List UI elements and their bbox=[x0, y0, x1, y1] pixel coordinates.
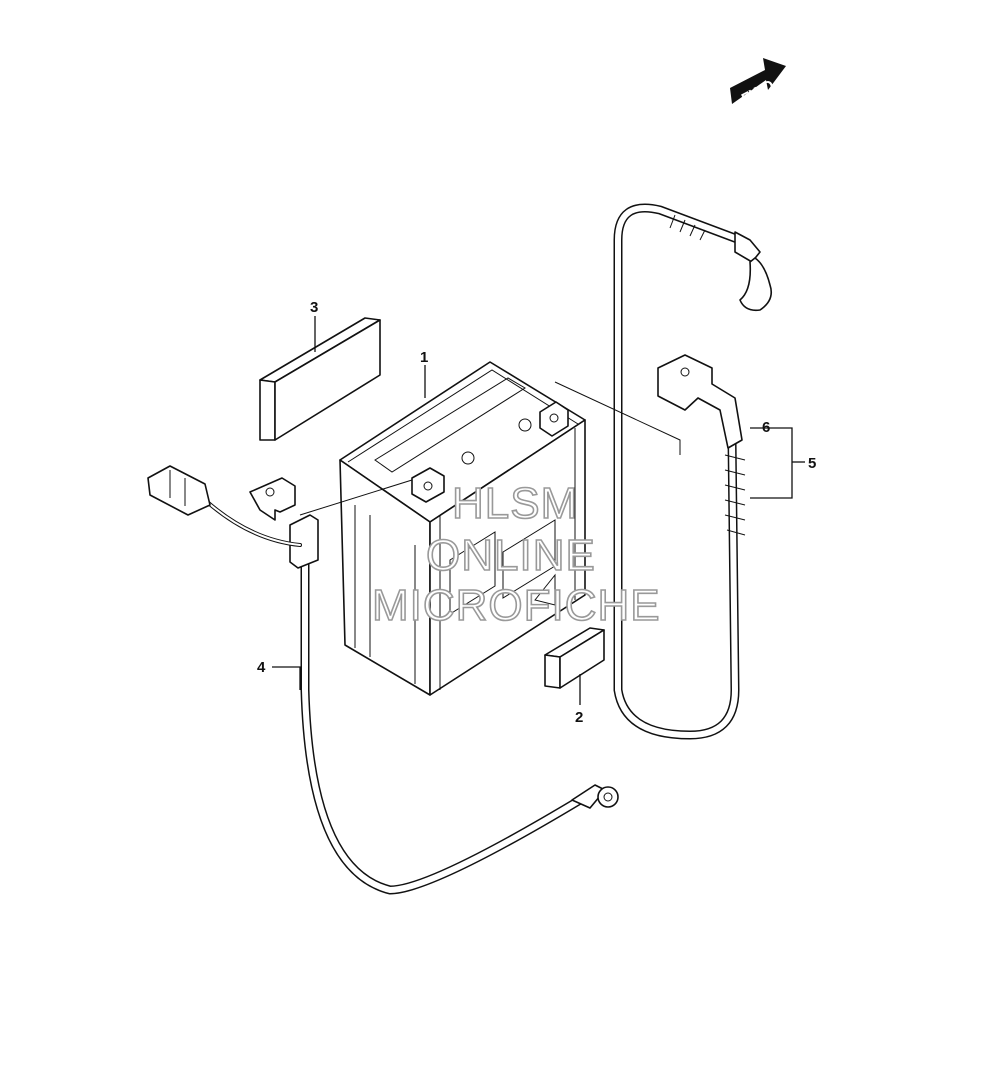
pad-small bbox=[544, 627, 605, 689]
callout-2: 2 bbox=[575, 709, 583, 726]
callout-5: 5 bbox=[808, 455, 816, 472]
callout-6: 6 bbox=[762, 419, 770, 436]
positive-cable bbox=[554, 203, 773, 740]
negative-cable bbox=[147, 465, 619, 895]
callout-4: 4 bbox=[257, 659, 266, 676]
battery bbox=[339, 361, 586, 696]
watermark-line-3: MICROFICHE bbox=[372, 581, 661, 630]
pad-upper bbox=[259, 317, 381, 441]
fwd-arrow-icon: FWD bbox=[730, 58, 786, 108]
watermark-line-2: ONLINE bbox=[426, 531, 596, 580]
callout-3: 3 bbox=[310, 299, 318, 316]
watermark-line-1: HLSM bbox=[452, 479, 578, 528]
callout-1: 1 bbox=[420, 349, 428, 366]
watermark: HLSM ONLINE MICROFICHE bbox=[371, 478, 661, 631]
